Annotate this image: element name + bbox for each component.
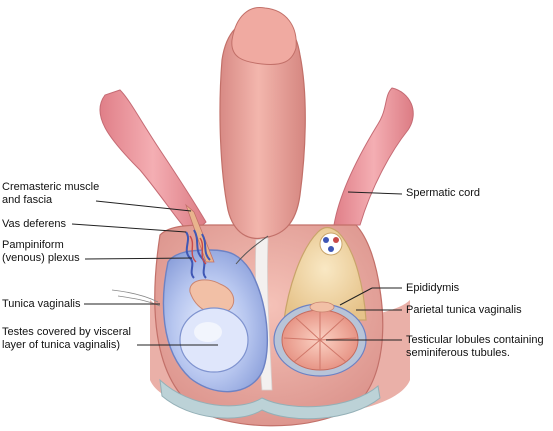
cord-vessel-1 [323, 237, 329, 243]
glans [231, 6, 297, 65]
label-tunica-vaginalis: Tunica vaginalis [2, 298, 81, 310]
vas-deferens-strand [235, 235, 269, 265]
label-parietal-tunica: Parietal tunica vaginalis [406, 304, 522, 316]
cord-vessel-2 [333, 237, 339, 243]
cremasteric-layer [185, 203, 215, 263]
label-pampiniform: Pampiniform (venous) plexus [2, 239, 80, 264]
scrotal-band [159, 378, 381, 420]
right-tan-sac [283, 226, 367, 321]
label-vas-deferens: Vas deferens [2, 218, 67, 230]
right-epididymis [309, 301, 335, 313]
leader-lines [71, 191, 403, 346]
label-spermatic-cord: Spermatic cord [406, 187, 480, 199]
label-testicular-lobules: Testicular lobules containing seminifero… [406, 334, 544, 359]
left-testis-highlight [194, 322, 222, 342]
label-cremasteric: Cremasteric muscle and fascia [2, 181, 100, 206]
right-spermatic-cord [333, 87, 414, 226]
testicular-lobules [283, 310, 357, 370]
suspension-threads-left [111, 289, 161, 307]
cord-vessel-3 [328, 246, 334, 252]
pampiniform-red [189, 235, 207, 265]
label-epididymis: Epididymis [406, 282, 460, 294]
label-testes-covered: Testes covered by visceral layer of tuni… [2, 326, 131, 351]
